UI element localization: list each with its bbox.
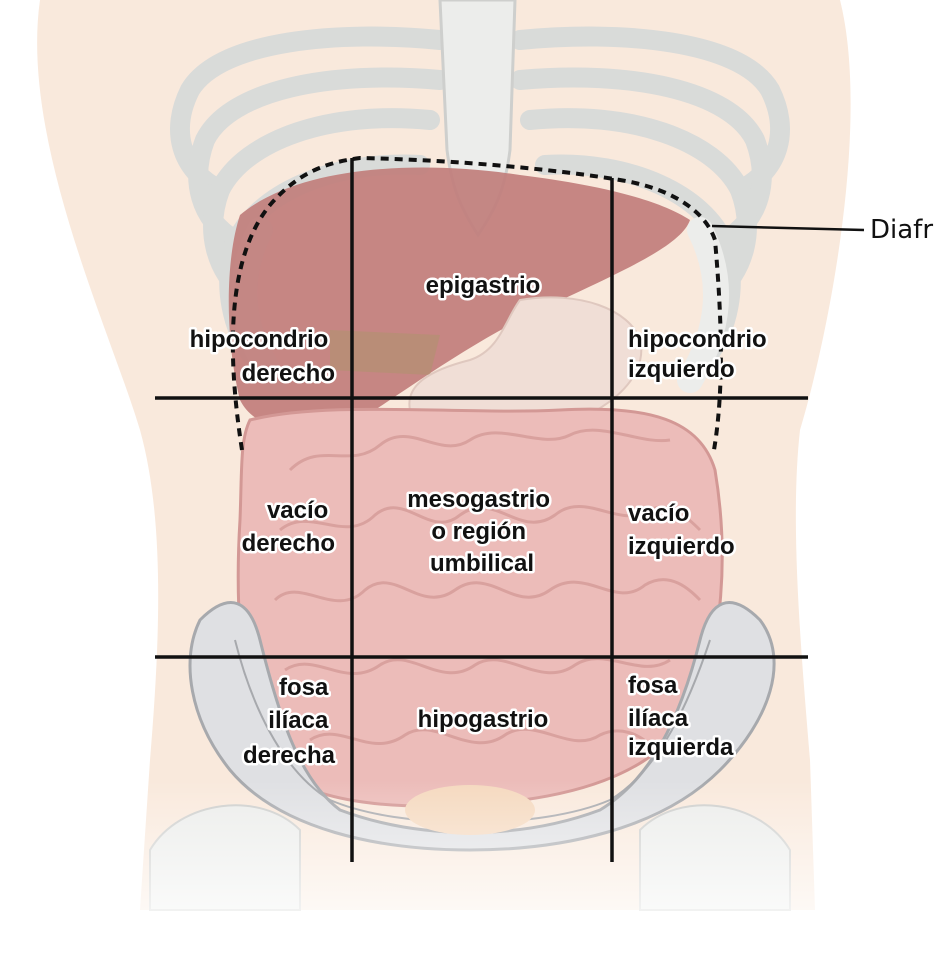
label-umbilical: mesogastrio o región umbilical [407, 486, 556, 577]
label-left-iliac: fosa ilíaca izquierda [628, 672, 734, 761]
diaphragm-callout: Diafr [870, 215, 933, 245]
label-left-hypochondrium: hipocondrio izquierdo [628, 326, 773, 383]
label-right-hypochondrium: hipocondrio derecho [190, 326, 335, 387]
label-epigastrium: epigastrio [426, 272, 541, 299]
gallbladder [330, 330, 440, 375]
label-left-flank: vacío izquierdo [628, 500, 735, 560]
label-hypogastrium: hipogastrio [418, 706, 549, 733]
label-right-flank: vacío derecho [242, 497, 335, 557]
diaphragm-outline [230, 155, 723, 451]
diaphragm-leader-line [711, 224, 865, 232]
bottom-fade [0, 780, 942, 960]
label-right-iliac: fosa ilíaca derecha [243, 674, 336, 769]
region-labels: hipocondrio derecho epigastrio hipocondr… [187, 270, 773, 772]
region-grid [155, 158, 808, 862]
